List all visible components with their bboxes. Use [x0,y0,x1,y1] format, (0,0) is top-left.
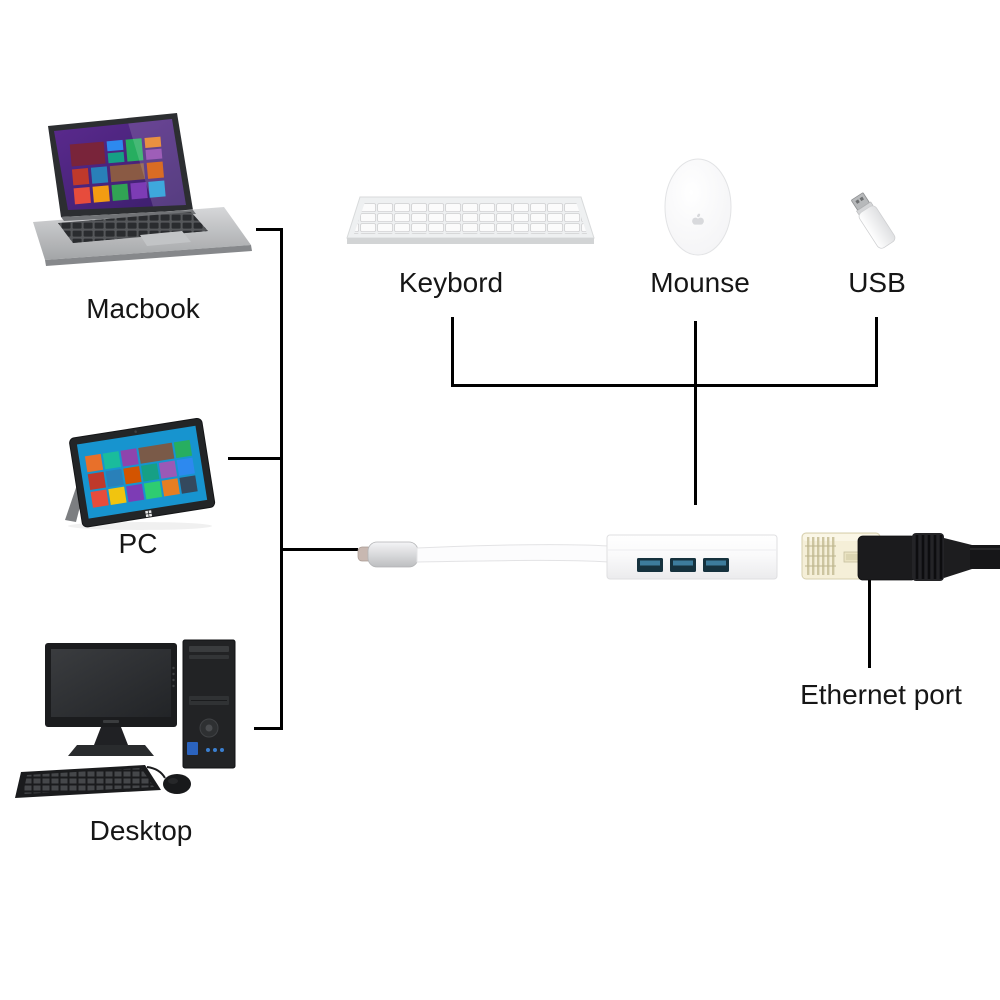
usb-label: USB [848,267,906,298]
desktop-label: Desktop [89,815,193,846]
mouse-image [664,158,732,256]
connector-mouse-drop [694,321,697,505]
connector-pc-stub [228,457,283,460]
apple-logo-icon [692,213,704,225]
ethernet-label: Ethernet port [800,679,962,710]
pc-label: PC [118,528,158,559]
connector-left-bus-vertical [280,228,283,730]
macbook-image [33,113,252,266]
ethernet-pointer-line [868,579,871,668]
ethernet-plug-image [801,532,1000,581]
connector-macbook-stub [256,228,283,231]
hub-body [606,534,778,580]
mouse-label: Mounse [650,267,750,298]
ethernet-cable-boot [857,533,1000,581]
connector-desktop-stub [254,727,283,730]
hub-cable [416,544,610,563]
hub-usb-ports [637,558,729,572]
connector-usb-drop [875,317,878,387]
usb-c-plug-shell [367,541,419,568]
desktop-image [15,639,236,798]
keyboard-label: Keybord [398,267,504,298]
pc-tablet-image [65,417,216,530]
usb-stick-image [851,192,896,249]
connector-top-bus-horizontal [451,384,878,387]
usb-c-hub-image [357,534,778,580]
connector-keyboard-drop [451,317,454,387]
macbook-label: Macbook [86,293,200,324]
keyboard-image [346,196,595,244]
connector-hub-stub [280,548,358,551]
